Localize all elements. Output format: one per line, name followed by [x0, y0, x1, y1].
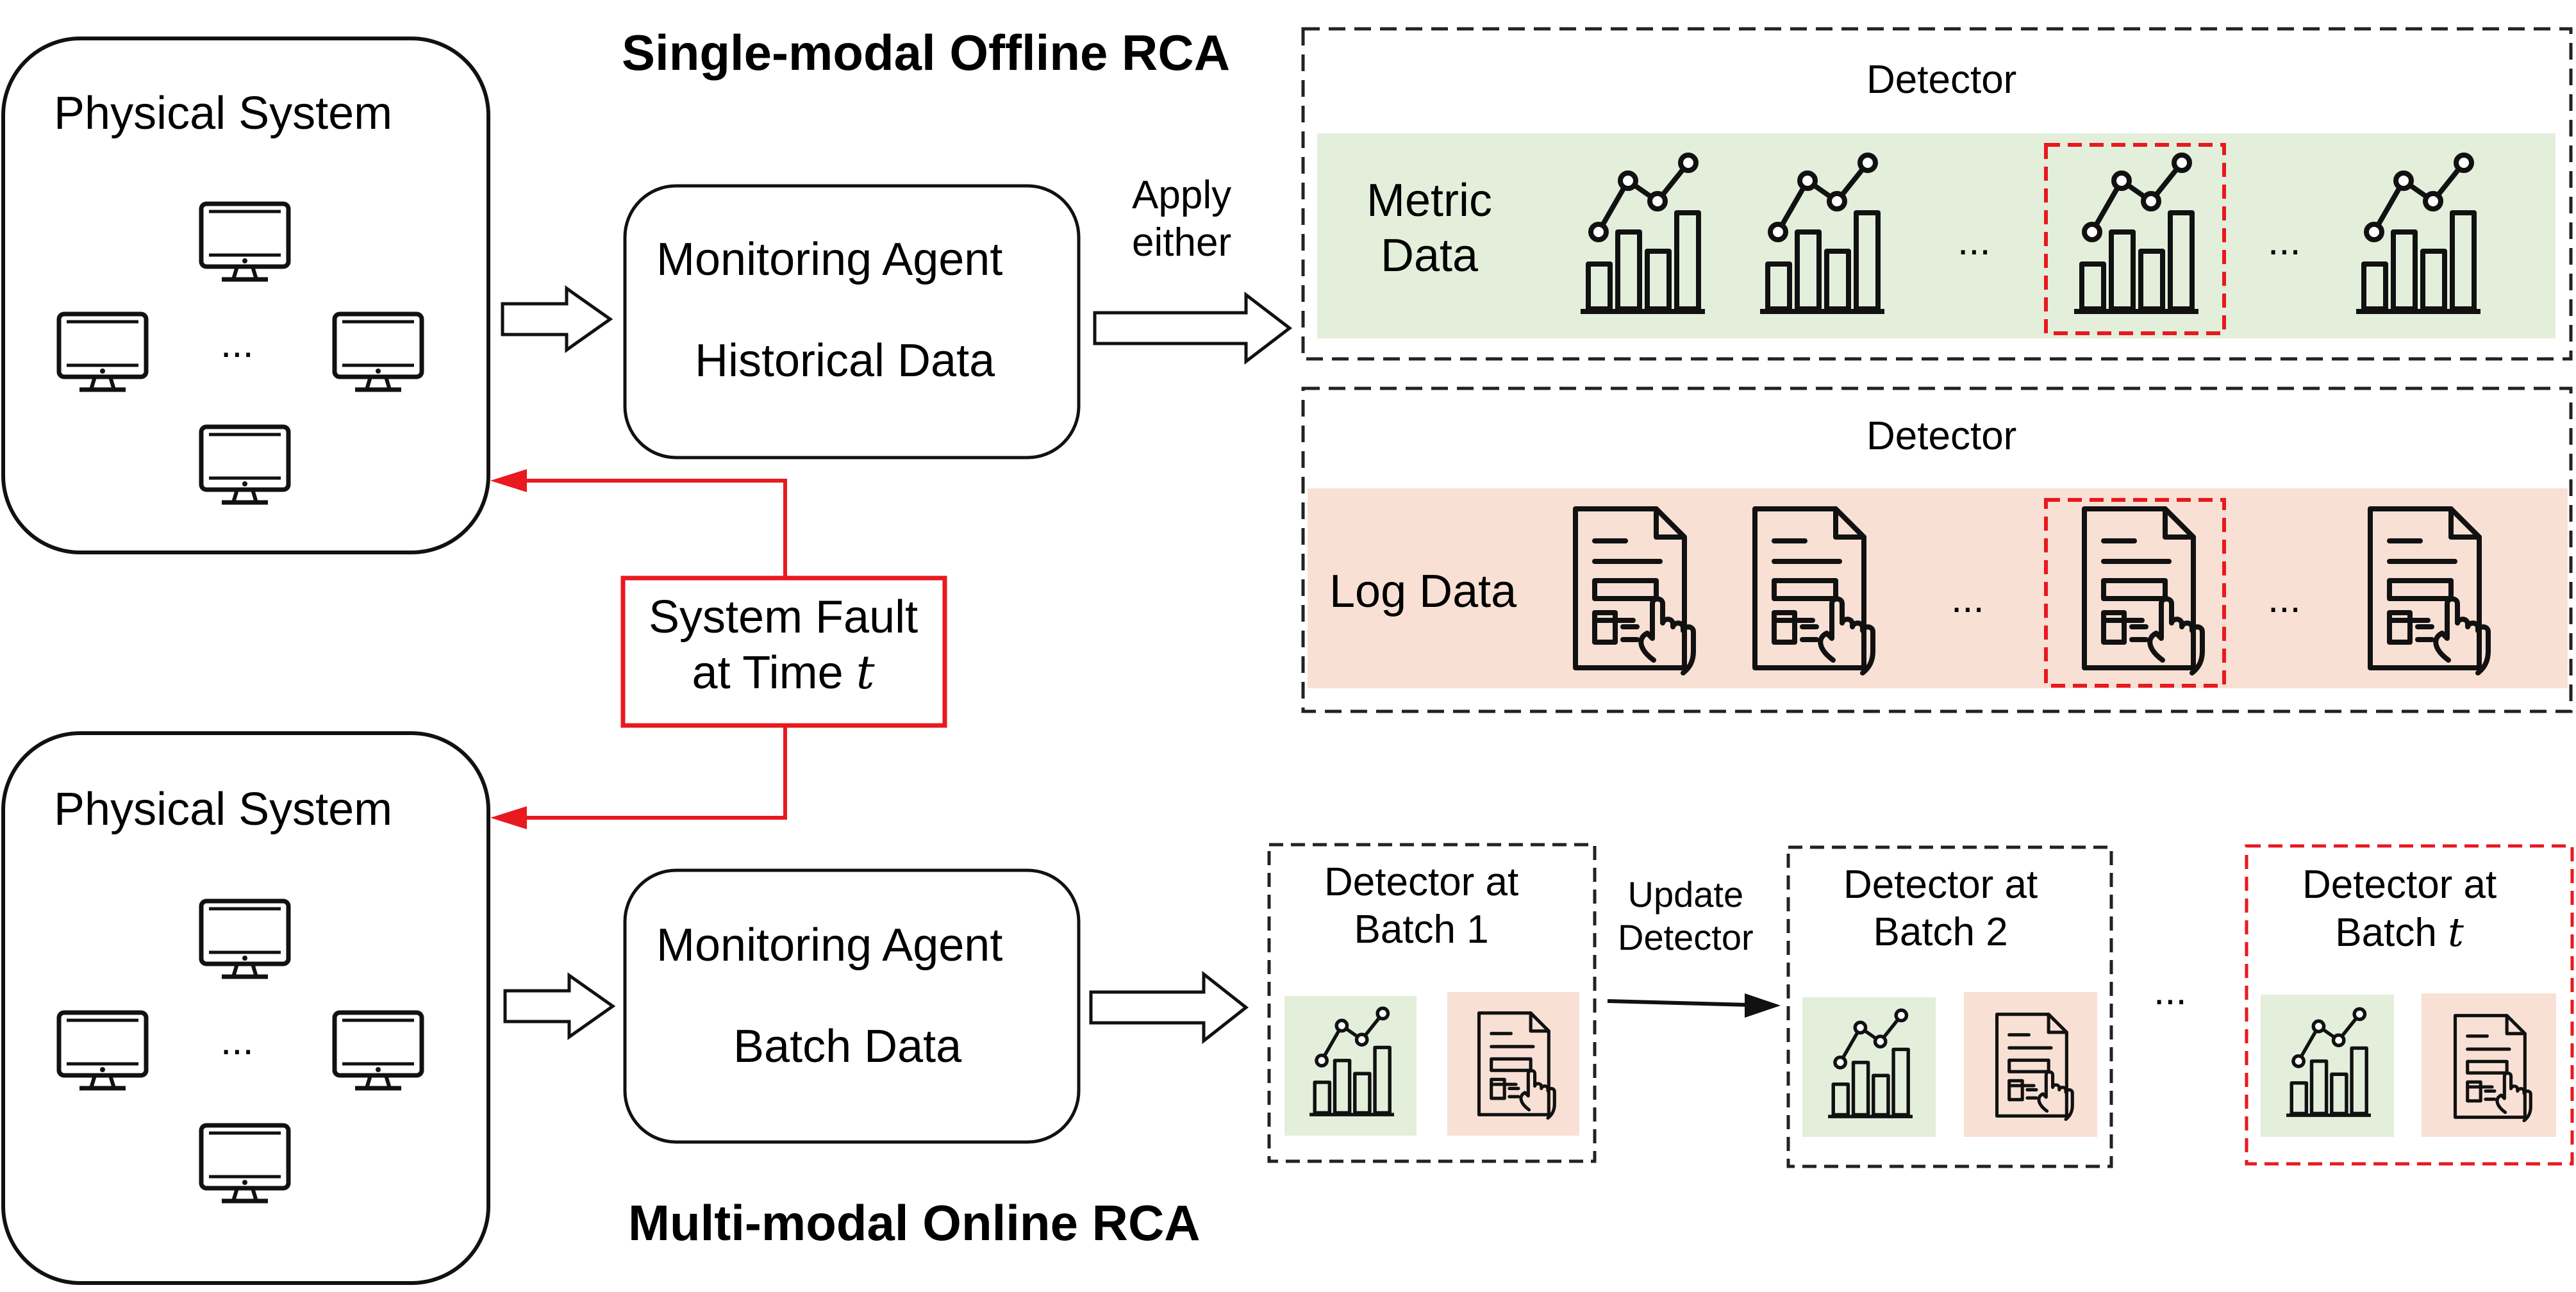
batch-2-title: Detector at Batch 2 — [1843, 863, 2038, 955]
batch-t-title: Detector at Batch t — [2302, 863, 2497, 956]
log-detector-title: Detector — [1866, 414, 2017, 458]
monitoring-agent-label-bottom: Monitoring Agent — [656, 920, 1003, 971]
metric-label: Metric — [1367, 175, 1492, 226]
monitoring-agent-label-top: Monitoring Agent — [656, 234, 1003, 285]
apply-arrow — [1093, 291, 1293, 365]
batch-t-log-band — [2422, 993, 2556, 1137]
fault-arrow-bottom — [524, 725, 787, 820]
ellipsis: ... — [1951, 577, 1984, 621]
monitor-icon — [201, 427, 288, 502]
fault-arrow-top — [524, 479, 787, 578]
root-cause-highlight — [2044, 498, 2226, 688]
physical-system-title-bottom: Physical System — [54, 784, 393, 835]
fault-time-line: at Time t — [692, 645, 875, 700]
batch-2-detector-box — [1786, 845, 2113, 1168]
ellipsis: ... — [2154, 969, 2187, 1013]
offline-rca-title: Single-modal Offline RCA — [622, 24, 1231, 81]
monitor-icon — [201, 901, 288, 977]
flow-arrow — [501, 285, 613, 353]
ellipsis: ... — [220, 1019, 254, 1063]
batch-1-log-band — [1447, 992, 1579, 1136]
apply-either-label: Apply either — [1132, 172, 1231, 267]
monitor-icon — [201, 1125, 288, 1201]
online-rca-title: Multi-modal Online RCA — [628, 1195, 1201, 1251]
metric-detector-box — [1301, 27, 2573, 361]
monitor-icon — [59, 314, 146, 390]
either-label: either — [1132, 220, 1232, 265]
log-data-label: Log Data — [1329, 566, 1517, 617]
root-cause-highlight — [2044, 143, 2226, 335]
physical-system-title-top: Physical System — [54, 88, 393, 139]
system-fault-label: System Fault at Time t — [649, 590, 918, 701]
physical-system-box-bottom — [1, 731, 490, 1285]
metric-data-label: Metric Data — [1367, 173, 1492, 284]
monitor-icon — [201, 204, 288, 279]
monitor-icon — [59, 1013, 146, 1088]
batch-1-detector-box — [1267, 843, 1597, 1163]
system-fault-line: System Fault — [649, 592, 918, 643]
apply-label: Apply — [1132, 173, 1232, 217]
batch-data-label: Batch Data — [733, 1021, 962, 1072]
monitor-icon — [335, 314, 422, 390]
batch-2-log-band — [1964, 992, 2097, 1137]
batch-t-detector-box — [2245, 844, 2574, 1166]
batch-1-title: Detector at Batch 1 — [1324, 860, 1519, 952]
ellipsis: ... — [1957, 219, 1991, 263]
metric-data-band — [1317, 133, 2555, 338]
physical-system-box-top — [1, 37, 490, 554]
ellipsis: ... — [220, 322, 254, 366]
update-detector-arrow — [1607, 999, 1749, 1007]
monitoring-agent-box-top — [623, 184, 1081, 460]
log-data-band — [1308, 488, 2568, 688]
monitor-icon — [335, 1013, 422, 1088]
metric-detector-title: Detector — [1866, 58, 2017, 102]
monitoring-agent-box-bottom — [623, 868, 1081, 1144]
ellipsis: ... — [2268, 577, 2301, 621]
historical-data-label: Historical Data — [695, 335, 995, 386]
data-label: Data — [1380, 230, 1479, 282]
flow-arrow — [503, 972, 616, 1040]
batch-arrow — [1089, 970, 1249, 1045]
ellipsis: ... — [2268, 219, 2301, 263]
update-detector-label: Update Detector — [1618, 874, 1754, 958]
